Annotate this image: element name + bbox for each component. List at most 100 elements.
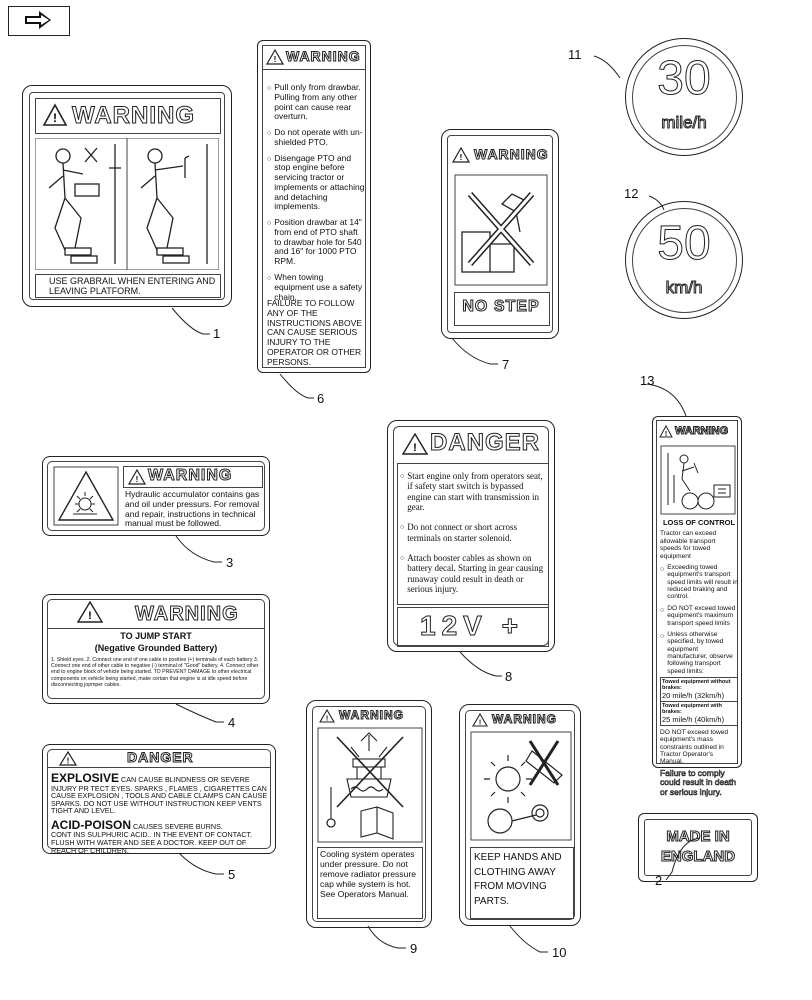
- decal-13-footer: Failure to comply could result in death …: [660, 767, 737, 797]
- decal-7-footer: NO STEP: [462, 298, 540, 316]
- decal-10-moving-parts-warning: ! WARNING KEEP HANDS AND CLOTHING AWAY F…: [459, 704, 581, 926]
- decal-6-drawbar-warning: ! WARNING Pull only from drawbar. Pullin…: [257, 40, 371, 373]
- decal-7-no-step-warning: ! WARNING NO STEP: [441, 129, 559, 339]
- warning-triangle-icon: !: [128, 469, 146, 485]
- warning-triangle-icon: !: [472, 713, 488, 727]
- decal-6-instruction-list: Pull only from drawbar. Pulling from any…: [267, 82, 365, 308]
- explosion-pictogram: [53, 466, 119, 526]
- decal-13-row1-value: 20 mile/h (32km/h): [662, 690, 725, 700]
- decal-13-note: DO NOT exceed towed equipment's mass con…: [660, 728, 729, 766]
- callout-7: 7: [502, 357, 510, 372]
- towing-pictogram: [660, 445, 736, 515]
- decal-5-text-1b: INJURY PR TECT EYES. SPARKS , FLAMES , C…: [51, 783, 268, 816]
- decal-1-title: WARNING: [72, 102, 195, 130]
- svg-text:!: !: [326, 716, 328, 723]
- decal-13-row2-label: Towed equipment with brakes:: [662, 703, 722, 716]
- decal-4-title: WARNING: [135, 603, 239, 626]
- svg-text:!: !: [53, 111, 57, 125]
- decal-9-title: WARNING: [339, 708, 404, 723]
- callout-13: 13: [640, 373, 655, 388]
- decal-6-item: When towing equipment use a safety chain…: [267, 272, 365, 302]
- decal-13-item: Unless otherwise specified, by towed equ…: [660, 631, 738, 675]
- decal-4-header-rule: [47, 628, 265, 629]
- decal-7-footer-box: [454, 292, 550, 326]
- callout-3: 3: [226, 555, 234, 570]
- warning-triangle-icon: !: [659, 425, 673, 438]
- nav-arrow-icon[interactable]: [8, 6, 70, 36]
- decal-13-row2-value: 25 mile/h (40km/h): [662, 714, 725, 724]
- decal-5-head-2: ACID-POISON: [51, 817, 132, 832]
- decal-13-title: WARNING: [674, 425, 729, 438]
- decal-6-border: [262, 45, 366, 368]
- decal-8-item: Do not connect or short across terminals…: [400, 522, 546, 543]
- decal-9-text-box: [317, 847, 423, 919]
- decal-1-text-box: [35, 274, 221, 298]
- decal-2-line-2: ENGLAND: [660, 848, 736, 866]
- svg-text:!: !: [88, 610, 92, 622]
- decal-12-speed-50: 50 km/h: [625, 201, 743, 319]
- decal-11-unit: mile/h: [661, 113, 707, 133]
- callout-4: 4: [228, 715, 236, 730]
- decal-5-text-2a: CAUSES SEVERE BURNS.: [133, 821, 223, 831]
- decal-4-subtitle-1: TO JUMP START: [120, 631, 192, 641]
- decal-6-item: Disengage PTO and stop engine before ser…: [267, 153, 365, 213]
- decal-5-text-1a: CAN CAUSE BLINDNESS OR SEVERE: [121, 775, 250, 784]
- decal-10-title: WARNING: [492, 712, 557, 727]
- decal-9-cooling-warning: ! WARNING Cooling system operates under …: [306, 700, 432, 928]
- decal-13-item: Exceeding towed equipment's transport sp…: [660, 564, 738, 601]
- decal-12-unit: km/h: [665, 278, 703, 298]
- decal-4-subtitle-2: (Negative Grounded Battery): [94, 643, 218, 653]
- decal-8-footer: 12V +: [420, 610, 524, 642]
- svg-text:!: !: [274, 55, 277, 64]
- decal-13-loss-of-control-warning: ! WARNING LOSS OF CONTROL Tractor can ex…: [652, 416, 742, 797]
- svg-text:!: !: [136, 475, 139, 484]
- decal-8-start-danger: ! DANGER Start engine only from operator…: [387, 420, 555, 652]
- decal-5-body: EXPLOSIVE CAN CAUSE BLINDNESS OR SEVERE …: [51, 772, 271, 854]
- decal-5-explosive-block: EXPLOSIVE CAN CAUSE BLINDNESS OR SEVERE: [51, 772, 271, 785]
- callout-6: 6: [317, 391, 325, 406]
- decal-4-body: 1. Shield eyes. 2. Connect one end of on…: [51, 657, 259, 688]
- decal-4-border: [47, 599, 265, 699]
- decal-5-acid-block: ACID-POISON CAUSES SEVERE BURNS.: [51, 819, 271, 832]
- decal-3-accumulator-warning: ! WARNING Hydraulic accumulator contains…: [42, 456, 270, 536]
- callout-12: 12: [624, 186, 639, 201]
- decal-5-head-1: EXPLOSIVE: [51, 771, 120, 785]
- callout-11: 11: [568, 47, 582, 62]
- decal-10-text: KEEP HANDS AND CLOTHING AWAY FROM MOVING…: [474, 852, 562, 907]
- callout-9: 9: [410, 941, 418, 956]
- warning-triangle-icon: !: [266, 49, 284, 65]
- decal-11-speed-30: 30 mile/h: [625, 38, 743, 156]
- decal-6-footer: FAILURE TO FOLLOW ANY OF THE INSTRUCTION…: [267, 298, 362, 367]
- decal-1-border: [29, 92, 225, 300]
- callout-10: 10: [552, 945, 567, 960]
- decal-3-text: Hydraulic accumulator contains gas and o…: [125, 489, 260, 529]
- decal-8-item: Start engine only from operators seat, i…: [400, 471, 546, 512]
- decal-10-border: [465, 710, 575, 920]
- svg-text:!: !: [413, 442, 417, 454]
- svg-text:!: !: [479, 720, 481, 727]
- warning-triangle-icon: !: [452, 147, 470, 163]
- decal-10-text-box: [470, 847, 574, 919]
- decal-13-row1-label: Towed equipment without brakes:: [662, 679, 731, 692]
- decal-8-title: DANGER: [429, 429, 541, 457]
- decal-5-text-2b: CONT INS SULPHURIC ACID.. IN THE EVENT O…: [51, 830, 253, 855]
- decal-11-value: 30: [657, 52, 711, 106]
- decal-5-border: [47, 749, 271, 849]
- decal-12-inner-ring: [632, 208, 737, 313]
- decal-6-header-rule: [262, 69, 366, 70]
- decal-9-border: [312, 706, 426, 922]
- decal-13-row1: Towed equipment without brakes: 20 mile/…: [660, 677, 738, 703]
- decal-8-footer-box: [397, 607, 549, 647]
- svg-text:!: !: [460, 153, 463, 162]
- callout-8: 8: [505, 669, 513, 684]
- svg-text:!: !: [67, 757, 70, 766]
- entanglement-pictogram: [470, 731, 572, 841]
- decal-5-battery-danger: ! DANGER EXPLOSIVE CAN CAUSE BLINDNESS O…: [42, 744, 276, 854]
- decal-12-value: 50: [657, 217, 711, 271]
- hot-radiator-pictogram: [317, 727, 423, 843]
- decal-8-item-list: Start engine only from operators seat, i…: [400, 471, 546, 600]
- callout-5: 5: [228, 867, 236, 882]
- callout-2: 2: [655, 873, 663, 888]
- decal-5-title: DANGER: [127, 749, 194, 766]
- decal-6-title: WARNING: [286, 48, 361, 65]
